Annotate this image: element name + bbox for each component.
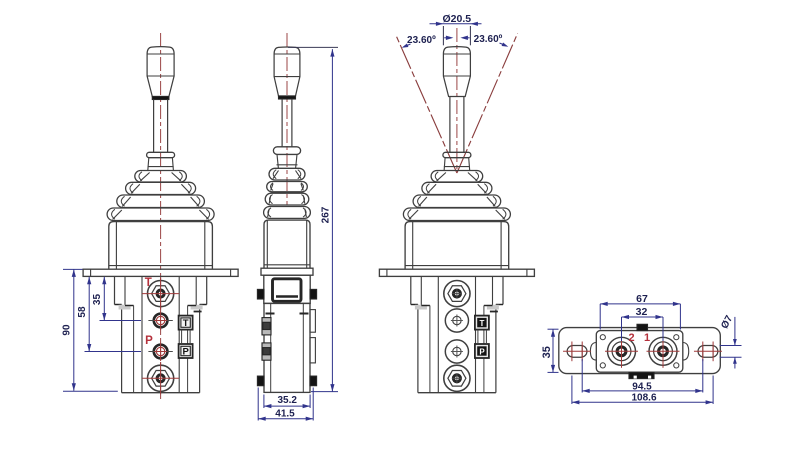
svg-text:32: 32 — [636, 306, 648, 318]
svg-text:T: T — [145, 277, 152, 289]
svg-text:41.5: 41.5 — [275, 409, 295, 420]
svg-text:35: 35 — [541, 346, 553, 358]
svg-text:90: 90 — [62, 324, 73, 336]
svg-text:23.60º: 23.60º — [407, 35, 436, 46]
svg-text:P: P — [145, 335, 153, 347]
svg-text:35.2: 35.2 — [277, 395, 297, 406]
svg-text:Ø20.5: Ø20.5 — [442, 13, 471, 25]
svg-text:94.5: 94.5 — [632, 381, 652, 392]
svg-text:267: 267 — [321, 206, 332, 223]
svg-text:67: 67 — [636, 293, 648, 305]
svg-text:2: 2 — [629, 332, 635, 344]
svg-text:108.6: 108.6 — [631, 393, 656, 404]
svg-text:35: 35 — [92, 294, 103, 306]
svg-text:23.60º: 23.60º — [474, 34, 503, 45]
svg-text:58: 58 — [77, 306, 88, 318]
svg-text:T: T — [480, 319, 485, 328]
svg-text:1: 1 — [644, 332, 650, 344]
svg-text:P: P — [183, 347, 190, 358]
svg-text:T: T — [183, 318, 189, 329]
svg-text:P: P — [479, 347, 485, 356]
